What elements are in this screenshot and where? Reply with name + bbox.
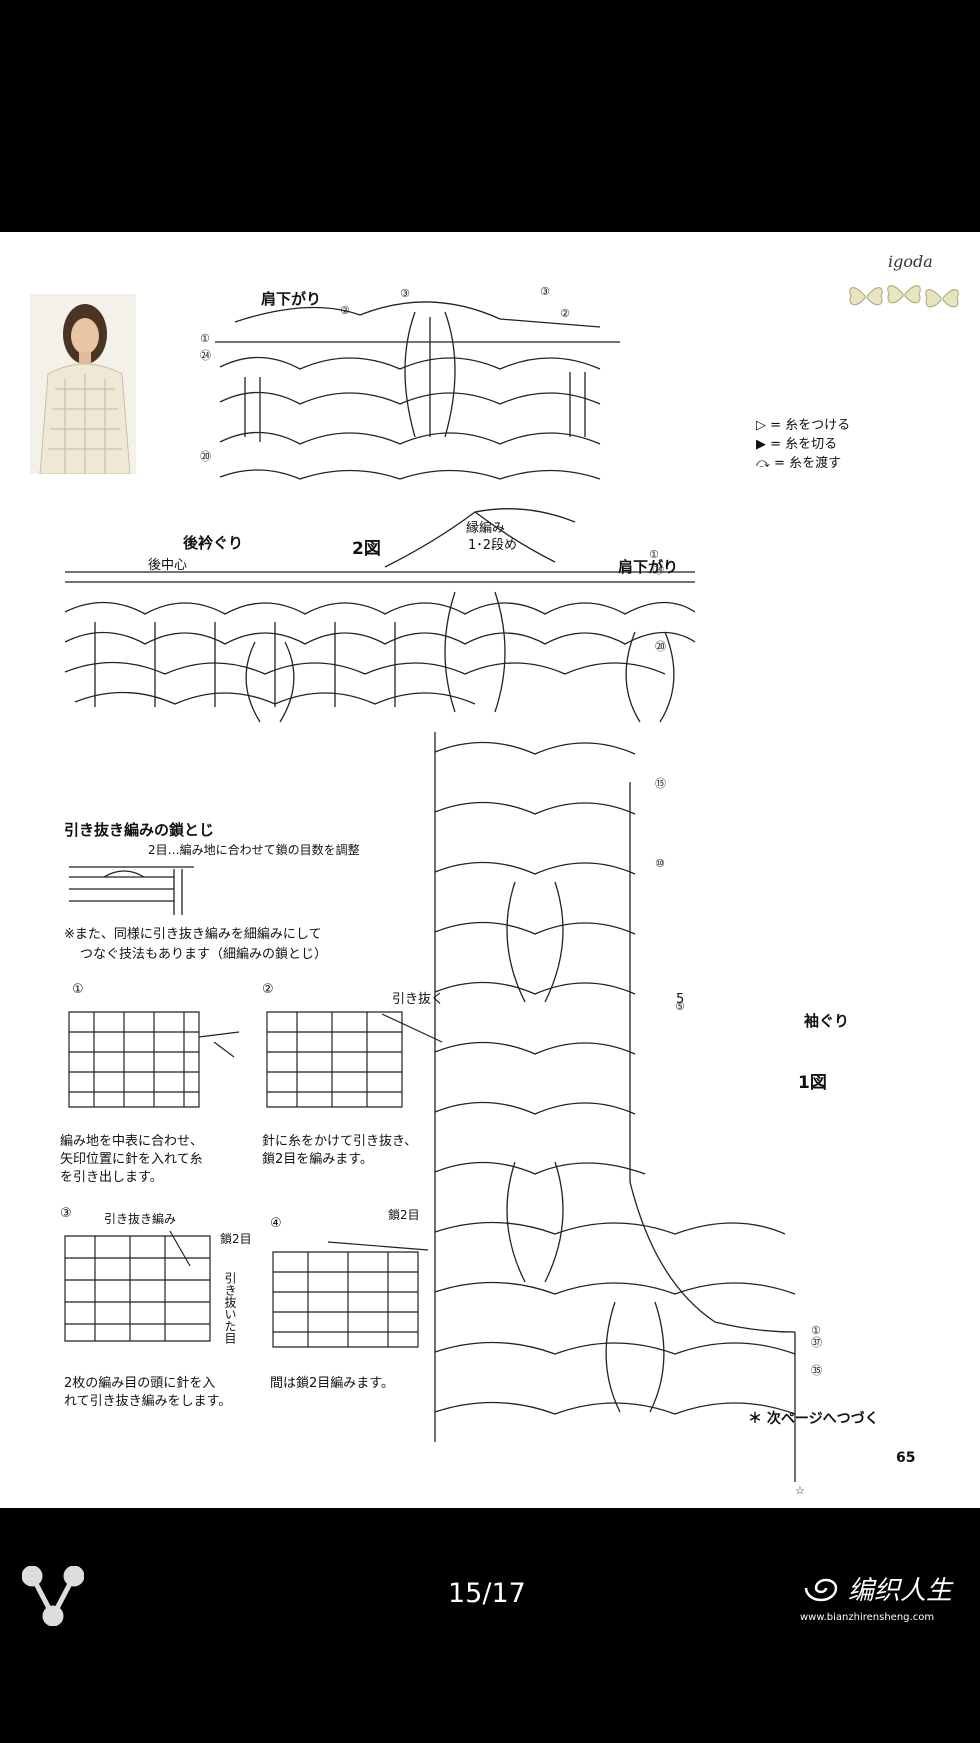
step-3-caption-2: れて引き抜き編みをします。 [64, 1394, 232, 1409]
back-center-label: 後中心 [148, 558, 188, 573]
technique-alt-line2: つなぐ技法もあります（細編みの鎖とじ） [80, 947, 328, 962]
step-3-number: ③ [60, 1206, 72, 1221]
svg-text:③: ③ [400, 287, 410, 300]
svg-text:③: ③ [540, 285, 550, 298]
step-4-illustration [272, 1241, 429, 1348]
watermark-logo [804, 1578, 838, 1602]
svg-text:⑳: ⑳ [200, 450, 211, 463]
step-3-label-2: 鎖2目 [220, 1232, 252, 1246]
step-1-caption-1: 編み地を中表に合わせ、 [60, 1134, 204, 1149]
svg-text:⑳: ⑳ [655, 640, 666, 653]
svg-text:☆: ☆ [795, 1484, 805, 1497]
svg-text:㊲: ㊲ [811, 1336, 822, 1349]
svg-text:㉔: ㉔ [653, 563, 664, 576]
step-2-illustration [266, 1011, 443, 1108]
model-photo [30, 294, 136, 474]
svg-text:①: ① [200, 332, 210, 345]
figure-1-label: 1図 [798, 1073, 827, 1093]
step-1-caption-3: を引き出します。 [60, 1170, 163, 1185]
step-2-number: ② [262, 982, 274, 997]
brand-name: igoda [888, 252, 933, 271]
edging-label-line2: 1･2段め [468, 538, 518, 553]
step-3-label-3: 引き抜いた目 [223, 1272, 237, 1344]
continue-note: ＊ 次ページへつづく [748, 1411, 879, 1427]
step-4-number: ④ [270, 1216, 282, 1231]
slip-stitch-chain-diagram [69, 866, 194, 915]
row-5-label: 5 [676, 992, 685, 1007]
svg-text:②: ② [560, 307, 570, 320]
svg-text:⑩: ⑩ [655, 857, 665, 870]
technique-title: 引き抜き編みの鎖とじ [64, 821, 215, 839]
watermark-text: 编织人生 [848, 1576, 953, 1606]
technique-alt-line1: ※また、同様に引き抜き編みを細編みにして [64, 927, 322, 942]
viewer-bottom-bar: 15/17 编织人生 www.bianzhirensheng.com [0, 1508, 980, 1743]
armhole-label: 袖ぐり [804, 1012, 850, 1030]
step-3-caption-1: 2枚の編み目の頭に針を入 [64, 1376, 216, 1391]
page-indicator: 15/17 [448, 1578, 526, 1609]
watermark-url: www.bianzhirensheng.com [800, 1612, 935, 1623]
svg-text:㉟: ㉟ [811, 1364, 822, 1377]
step-2-caption-2: 鎖2目を編みます。 [262, 1152, 373, 1167]
legend: ▷ = 糸をつける ▶ = 糸を切る ⤼ = 糸を渡す [756, 414, 850, 471]
step-1-illustration [68, 1011, 240, 1108]
butterflies-decoration [849, 285, 959, 308]
svg-text:②: ② [340, 304, 350, 317]
svg-text:㉔: ㉔ [200, 349, 211, 362]
step-1-caption-2: 矢印位置に針を入れて糸 [60, 1152, 203, 1167]
edging-label-line1: 縁編み [466, 521, 506, 536]
step-4-caption-1: 間は鎖2目編みます。 [270, 1376, 394, 1391]
step-2-label: 引き抜く [392, 992, 445, 1007]
step-4-label: 鎖2目 [388, 1208, 420, 1222]
top-shoulder-label: 肩下がり [261, 290, 322, 308]
step-2-caption-1: 針に糸をかけて引き抜き、 [262, 1134, 418, 1149]
svg-text:⑮: ⑮ [655, 777, 666, 790]
step-1-number: ① [72, 982, 84, 997]
svg-text:⑤: ⑤ [675, 1000, 685, 1013]
legend-item: ⤼ = 糸を渡す [756, 456, 842, 471]
svg-text:①: ① [811, 1324, 821, 1337]
page-scan: igoda 肩下がり ① ㉔ ⑳ [0, 232, 980, 1508]
page-number: 65 [896, 1450, 916, 1466]
svg-text:①: ① [649, 548, 659, 561]
share-icon[interactable] [22, 1566, 84, 1626]
step-3-label-1: 引き抜き編み [104, 1212, 177, 1226]
technique-note: 2目…編み地に合わせて鎖の目数を調整 [148, 843, 360, 857]
figure-2-label: 2図 [352, 539, 381, 559]
step-3-illustration [64, 1230, 211, 1342]
legend-item: ▶ = 糸を切る [756, 437, 838, 452]
legend-item: ▷ = 糸をつける [756, 418, 851, 433]
back-neck-label: 後衿ぐり [183, 534, 244, 552]
